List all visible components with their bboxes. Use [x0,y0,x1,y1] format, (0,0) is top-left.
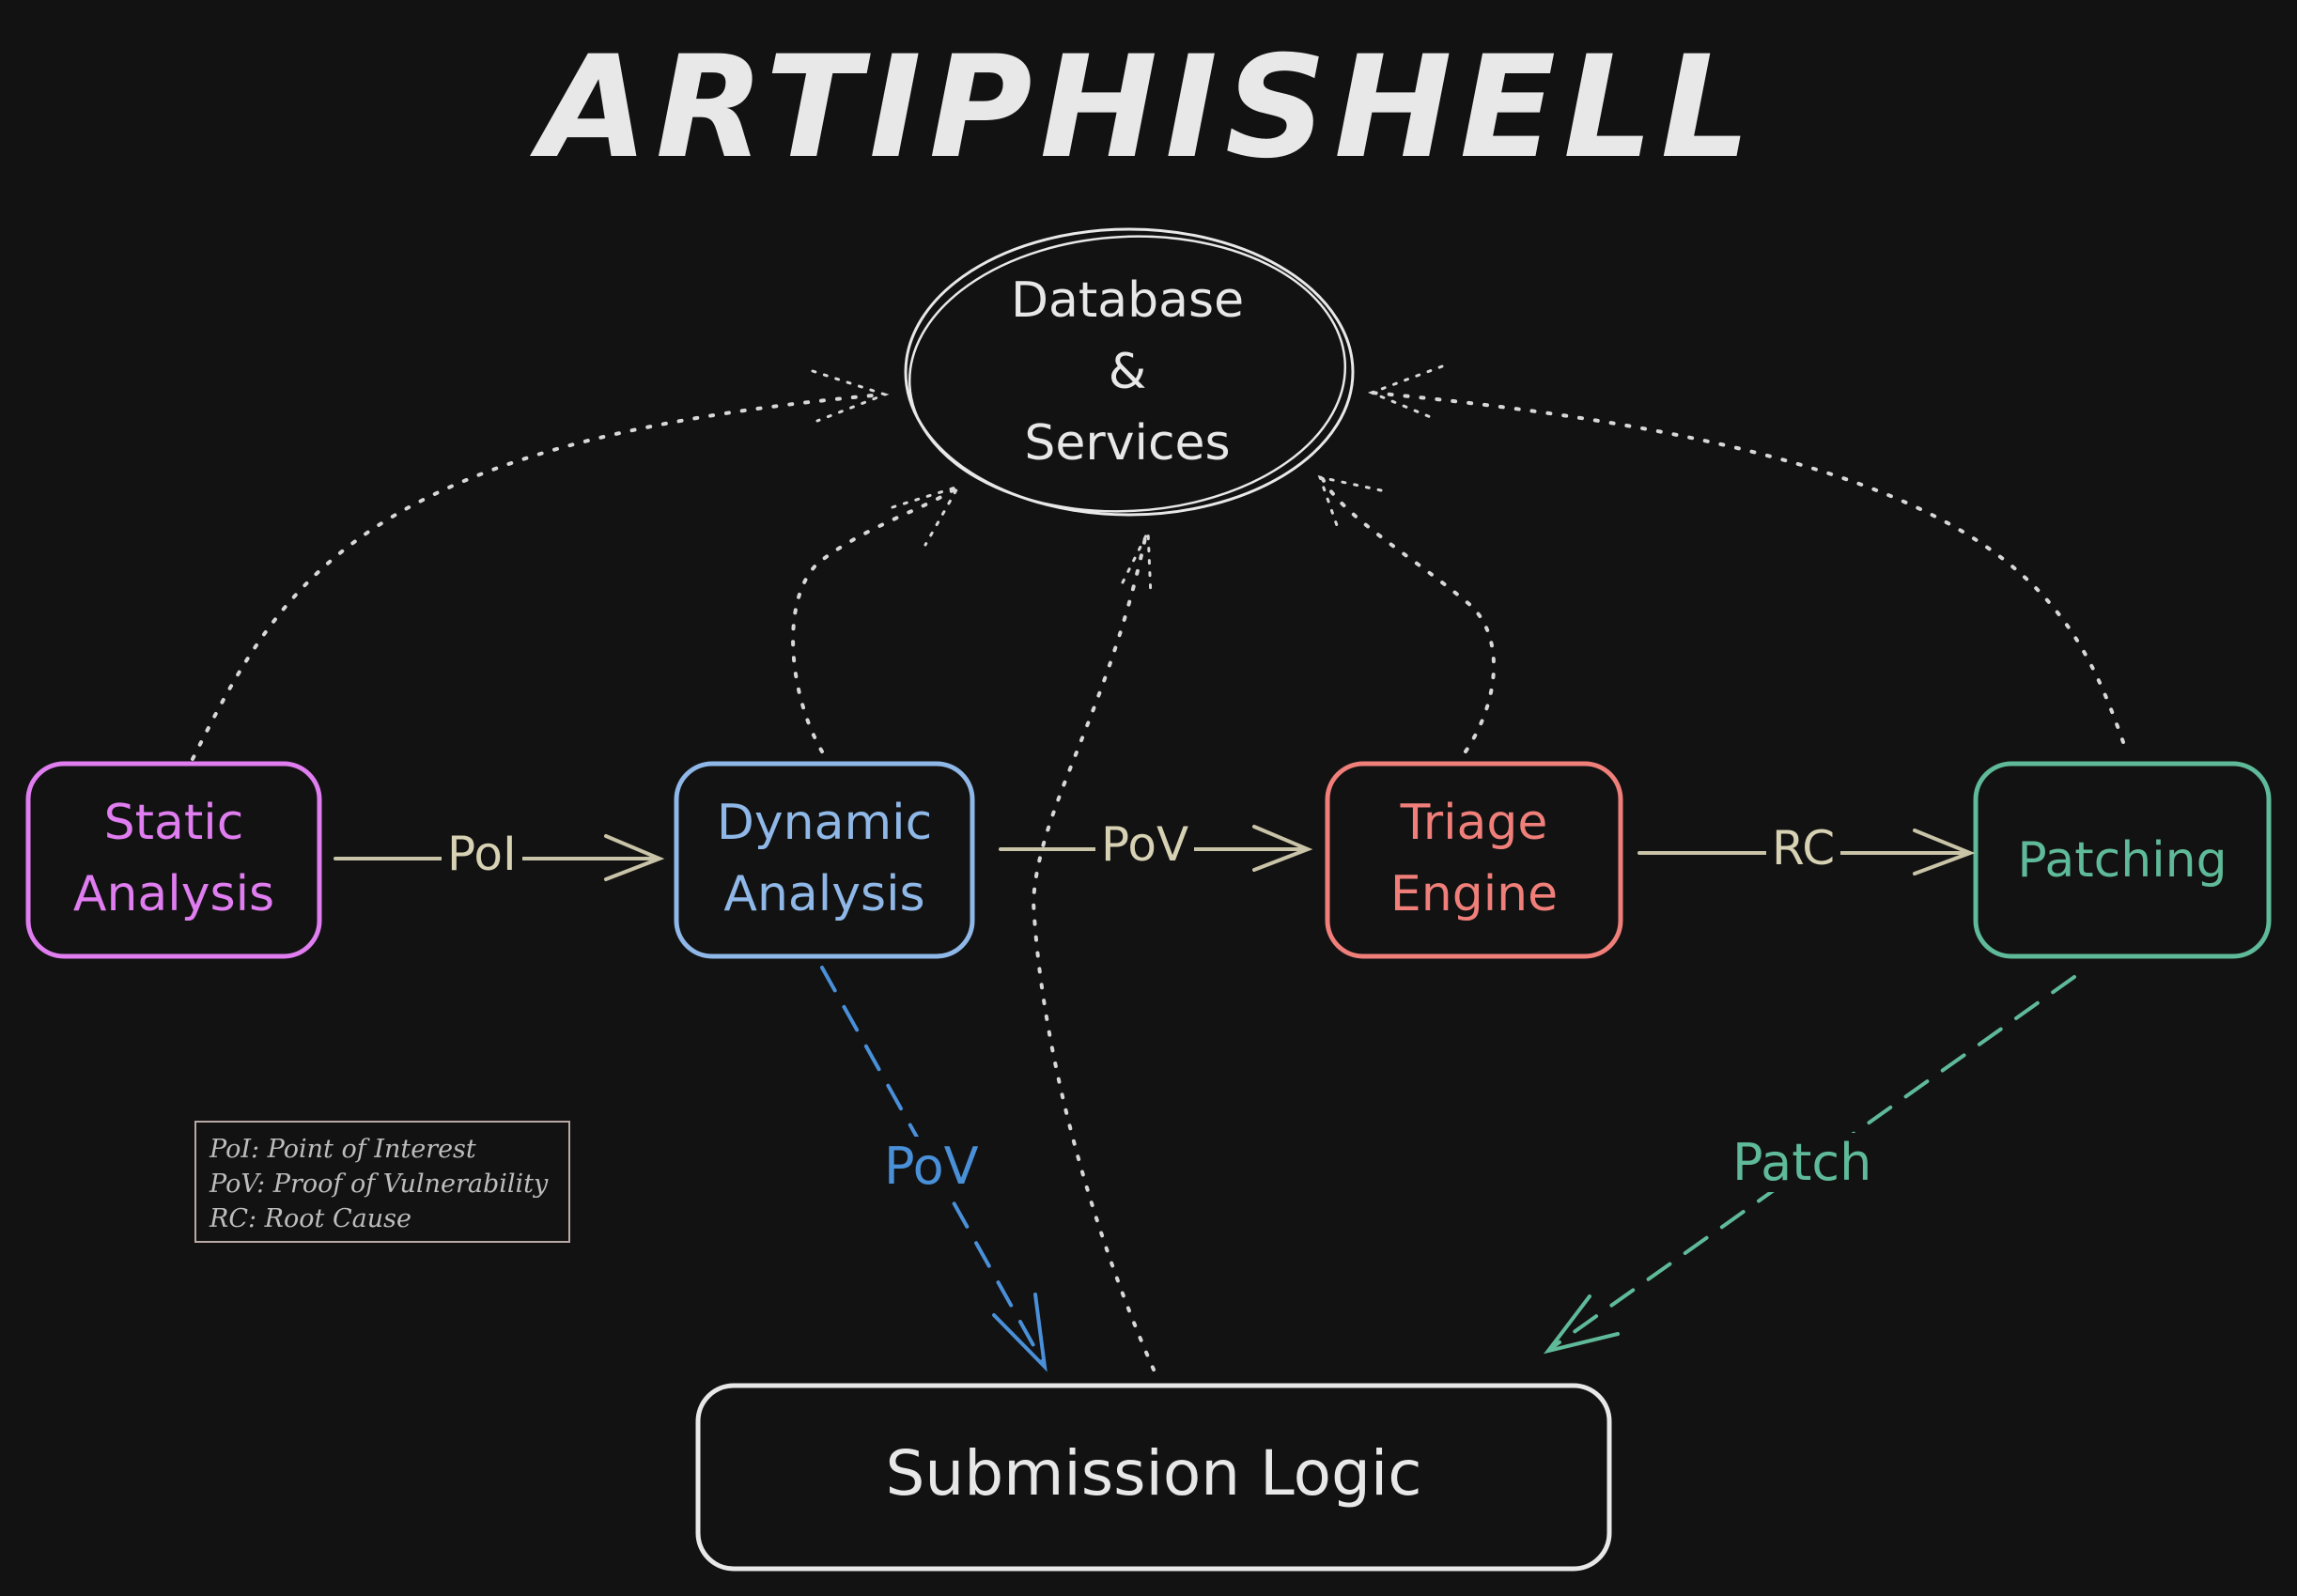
dynamic-analysis-label: Dynamic Analysis [716,795,933,922]
submission-logic-box[interactable] [695,1383,1612,1572]
submission-db-link [1031,532,1156,1371]
database-label: Database & Services [1010,272,1245,472]
submission-db-arrowhead [1121,526,1153,598]
poi-edge-label: PoI [442,827,522,881]
diagram-title: ARTIPHISHELL [538,26,1759,190]
legend-item-rc: RC: Root Cause [210,1204,411,1233]
patching-db-link [1370,391,2125,744]
triage-engine-box[interactable] [1325,761,1623,959]
legend-box: PoI: Point of Interest PoV: Proof of Vul… [194,1121,570,1243]
triage-db-link [1321,477,1496,753]
static-db-link [191,393,885,761]
pov-submission-label: PoV [878,1137,985,1196]
triage-db-arrowhead [1317,474,1383,533]
submission-logic-label: Submission Logic [885,1437,1422,1510]
static-analysis-label: Static Analysis [72,795,275,922]
dynamic-analysis-box[interactable] [674,761,975,959]
static-analysis-box[interactable] [25,761,322,959]
dynamic-db-link [791,485,960,753]
rc-edge-label: RC [1766,821,1841,875]
dynamic-db-arrowhead [891,484,962,547]
patching-db-arrowhead [1367,364,1444,420]
legend-item-poi: PoI: Point of Interest [210,1135,476,1164]
patching-label: Patching [2017,832,2227,889]
static-db-arrowhead [811,369,890,423]
database-node[interactable] [903,225,1355,522]
triage-engine-label: Triage Engine [1389,795,1559,922]
patch-submission-label: Patch [1727,1133,1878,1192]
legend-item-pov: PoV: Proof of Vulnerability [210,1170,549,1199]
pov-edge-label: PoV [1095,817,1195,872]
patching-box[interactable] [1973,761,2272,959]
